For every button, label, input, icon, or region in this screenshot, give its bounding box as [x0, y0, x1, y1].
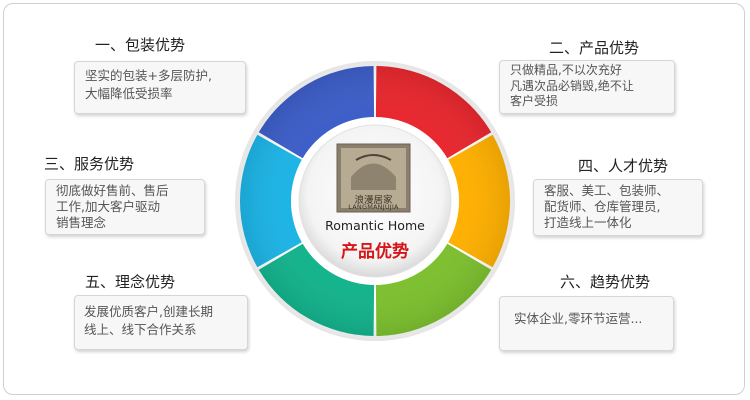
product-advantage-line: 客户受损 — [510, 94, 559, 108]
talent-advantage-line: 打造线上一体化 — [544, 215, 632, 230]
service-advantage-box: 彻底做好售前、售后 工作,加大客户驱动 销售理念 — [45, 179, 205, 235]
logo-chinese-text: 浪漫居家 — [354, 195, 393, 206]
trend-advantage-box: 实体企业,零环节运营... — [499, 296, 674, 351]
concept-advantage-box: 发展优质客户,创建长期 线上、线下合作关系 — [74, 295, 248, 350]
logo-english-text: LANGMANJUJIA — [348, 203, 399, 211]
trend-advantage-title: 六、趋势优势 — [560, 273, 651, 291]
brand-name-english: Romantic Home — [325, 218, 425, 233]
packaging-advantage-line: 坚实的包装+多层防护, — [85, 68, 212, 83]
talent-advantage-box: 客服、美工、包装师、 配货师、仓库管理员, 打造线上一体化 — [533, 179, 703, 236]
product-advantage-line: 只做精品,不以次充好 — [510, 63, 622, 77]
product-advantage-line: 凡遇次品必销毁,绝不让 — [510, 78, 634, 93]
service-advantage-line: 工作,加大客户驱动 — [56, 199, 160, 214]
brand-subtitle: 产品优势 — [341, 242, 409, 262]
talent-advantage-line: 客服、美工、包装师、 — [544, 183, 670, 198]
product-advantage-box: 只做精品,不以次充好 凡遇次品必销毁,绝不让 客户受损 — [499, 60, 675, 114]
service-advantage-line: 销售理念 — [56, 215, 107, 230]
concept-advantage-line: 发展优质客户,创建长期 — [84, 304, 213, 319]
product-advantage-title: 二、产品优势 — [549, 39, 640, 57]
concept-advantage-line: 线上、线下合作关系 — [84, 322, 197, 337]
packaging-advantage-title: 一、包装优势 — [95, 36, 186, 54]
concept-advantage-title: 五、理念优势 — [85, 273, 176, 291]
service-advantage-title: 三、服务优势 — [44, 155, 135, 173]
trend-advantage-line: 实体企业,零环节运营... — [514, 311, 643, 326]
service-advantage-line: 彻底做好售前、售后 — [56, 183, 169, 198]
talent-advantage-line: 配货师、仓库管理员, — [544, 199, 661, 214]
packaging-advantage-box: 坚实的包装+多层防护, 大幅降低受损率 — [74, 61, 246, 114]
logo-mark — [336, 143, 411, 213]
talent-advantage-title: 四、人才优势 — [578, 157, 669, 175]
packaging-advantage-line: 大幅降低受损率 — [85, 86, 173, 101]
